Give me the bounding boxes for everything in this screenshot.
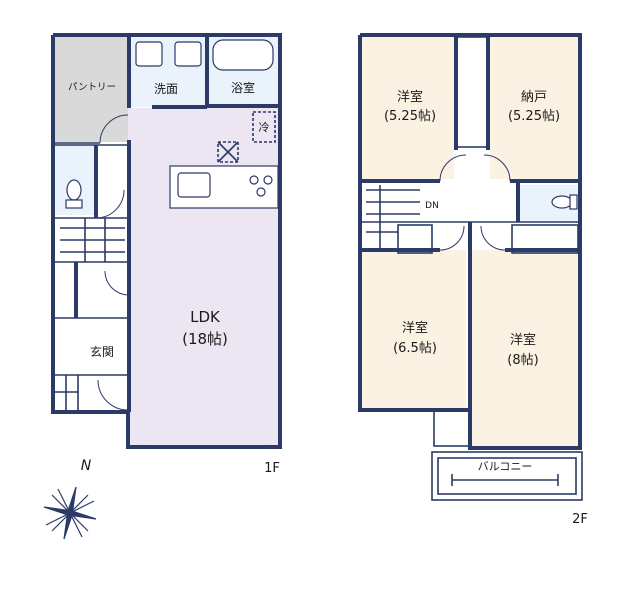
room-label-pantry: パントリー [68,82,116,93]
wash-basin [174,41,202,67]
closet [511,224,579,254]
staircase-2f [366,185,420,248]
room-label-western-2: 洋室 [402,320,428,336]
room-label-balcony: バルコニー [478,460,533,473]
balcony [431,451,583,501]
floor-label-2f: 2F [572,512,588,527]
door-swing [483,154,511,182]
pantry-area [55,37,128,142]
room-label-western-1: 洋室 [397,89,423,105]
room-label-entrance: 玄関 [90,344,114,359]
toilet-tank-2f [569,194,578,210]
room-size-western-1: (5.25帖) [384,109,436,124]
closet [433,409,471,447]
washing-machine [135,41,163,67]
stove-burner [249,175,259,185]
door-swing [439,154,467,182]
entrance-area [55,320,127,410]
room-label-western-3: 洋室 [510,332,536,348]
door-swing [480,225,506,251]
room-size-ldk: (18帖) [182,330,228,348]
range-hood [217,141,239,163]
closet [397,224,433,254]
room-size-western-3: (8帖) [507,353,538,368]
wall-1f-outer [51,33,282,449]
range-hood-x [217,141,239,163]
western-1-area [362,37,454,179]
western-3-area [472,250,578,446]
toilet-tank [65,199,83,209]
door-swing [439,225,465,251]
door-swing [97,379,129,411]
room-label-bathroom: 浴室 [231,80,255,95]
balcony-rail [437,457,577,495]
entrance-tiles [55,374,127,410]
compass-north-label: N [81,458,92,474]
fridge-space [252,111,276,143]
floor-label-1f: 1F [264,461,280,476]
room-label-storage: 納戸 [521,90,547,105]
wall-2f-outer [358,33,582,450]
stair-dn-label: DN [425,201,439,211]
room-label-ldk: LDK [190,308,221,326]
kitchen-sink [177,172,211,198]
storage-area [490,37,578,179]
door-swing [95,189,125,219]
floor-2f [358,33,583,501]
ldk-area [128,108,278,445]
staircase-1f [60,218,125,262]
room-label-washroom: 洗面 [154,82,178,96]
closet [455,36,489,148]
toilet-bowl [66,179,82,201]
door-swing [104,270,130,296]
fridge-label: 冷 [259,121,270,134]
stove-burner [263,175,273,185]
door-swing [99,114,129,144]
floor-1f [51,33,282,449]
room-size-western-2: (6.5帖) [393,341,437,356]
room-size-storage: (5.25帖) [508,109,560,124]
bathtub [212,39,274,71]
western-2-area [362,250,466,408]
stove-burner [256,187,266,197]
toilet-bowl-2f [551,195,573,209]
compass-rose [43,486,97,540]
